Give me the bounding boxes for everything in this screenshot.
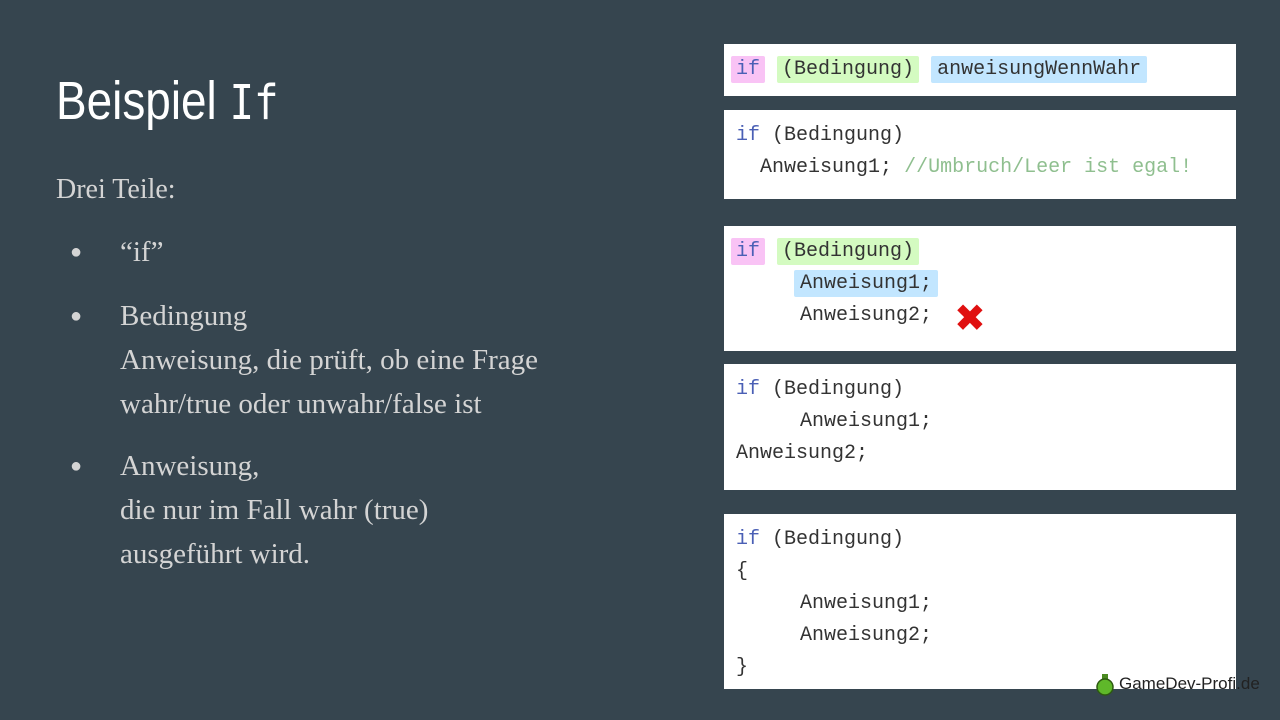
- code-box-whitespace: if (Bedingung) Anweisung1; //Umbruch/Lee…: [724, 110, 1236, 199]
- code-box-wrong: if (Bedingung) Anweisung1; Anweisung2; ✖: [724, 226, 1236, 351]
- bullet-if: ●“if”: [70, 236, 164, 268]
- error-cross-icon: ✖: [954, 296, 986, 340]
- flask-icon: [1096, 674, 1114, 696]
- code-box-syntax: if (Bedingung) anweisungWennWahr: [724, 44, 1236, 96]
- code-box-block: if (Bedingung) { Anweisung1; Anweisung2;…: [724, 514, 1236, 689]
- bullet-statement: ● Anweisung,die nur im Fall wahr (true)a…: [70, 450, 429, 570]
- intro-text: Drei Teile:: [56, 174, 176, 205]
- code-box-indent: if (Bedingung) Anweisung1; Anweisung2;: [724, 364, 1236, 490]
- brand-logo: GameDev-Profi.de: [1095, 672, 1260, 696]
- page-title: Beispiel If: [56, 71, 279, 131]
